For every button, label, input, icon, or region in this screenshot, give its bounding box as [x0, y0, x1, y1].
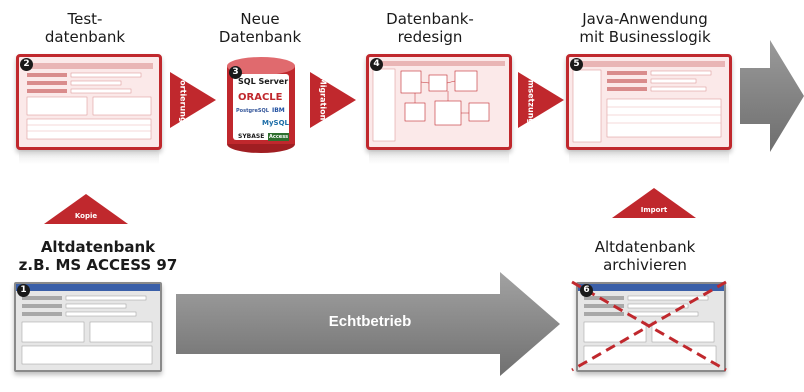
- import-label: Import: [640, 206, 668, 214]
- cross-out-mark: [571, 280, 727, 372]
- conversion-arrow: [518, 72, 564, 128]
- step-badge-2: 2: [20, 58, 33, 71]
- porting-label: Portierung: [178, 74, 188, 123]
- production-label: Echtbetrieb: [328, 313, 412, 330]
- logo-postgresql: PostgreSQL: [236, 108, 269, 114]
- title-java-app: Java-Anwendung mit Businesslogik: [579, 10, 711, 46]
- archive-screenshot: [576, 282, 726, 372]
- title-test-db: Test- datenbank: [44, 10, 126, 46]
- logo-ibm: IBM: [272, 107, 285, 114]
- copy-label: Kopie: [74, 212, 98, 220]
- logo-mysql: MySQL: [262, 119, 289, 127]
- legacy-db-screenshot: [14, 282, 162, 372]
- migration-arrow: [310, 72, 356, 128]
- title-redesign: Datenbank- redesign: [386, 10, 474, 46]
- title-new-db: Neue Datenbank: [218, 10, 302, 46]
- form-screenshot-graphic: [25, 63, 153, 140]
- step-badge-5: 5: [570, 58, 583, 71]
- app-window-graphic: [572, 61, 725, 143]
- redesign-screenshot: [366, 54, 512, 150]
- card-reflection: [369, 152, 509, 164]
- step-badge-4: 4: [370, 58, 383, 71]
- logo-sqlserver: SQL Server: [238, 77, 289, 86]
- step-badge-6: 6: [580, 284, 593, 297]
- schema-diagram-graphic: [372, 61, 505, 142]
- title-archive: Altdatenbank archivieren: [594, 238, 696, 274]
- logo-access: Access: [268, 133, 290, 141]
- title-legacy-db: Altdatenbank z.B. MS ACCESS 97: [18, 238, 178, 274]
- java-app-screenshot: [566, 54, 732, 150]
- test-db-screenshot: [16, 54, 162, 150]
- production-arrow: [176, 272, 560, 376]
- conversion-label: Umsetzung: [526, 73, 536, 125]
- porting-arrow: [170, 72, 216, 128]
- card-reflection: [569, 152, 729, 164]
- copy-triangle: [44, 194, 128, 224]
- logo-sybase: SYBASE: [238, 133, 265, 140]
- archived-form-graphic: [578, 284, 724, 365]
- step-badge-1: 1: [17, 284, 30, 297]
- logo-oracle: ORACLE: [238, 92, 283, 103]
- migration-label: Migration: [318, 76, 328, 121]
- card-reflection: [19, 152, 159, 164]
- database-cylinder-icon: [227, 57, 295, 153]
- access-form-graphic: [16, 284, 160, 365]
- import-triangle: [612, 188, 696, 218]
- continuation-arrow: [740, 40, 804, 152]
- step-badge-3: 3: [229, 66, 242, 79]
